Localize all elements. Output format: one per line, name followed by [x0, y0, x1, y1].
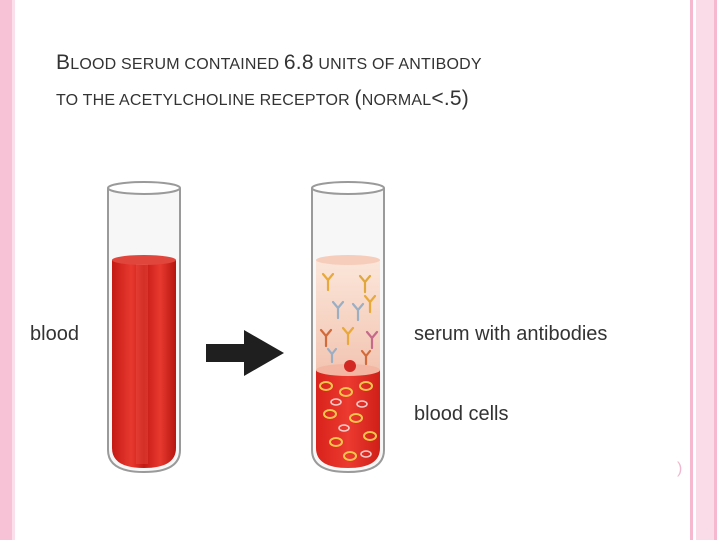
arrow-right-icon [206, 330, 284, 376]
left-border-band [0, 0, 12, 540]
separated-tube [311, 181, 385, 474]
title-text: LOOD SERUM CONTAINED [70, 56, 284, 73]
right-border-line [690, 0, 693, 540]
title-text: NORMAL [361, 92, 432, 109]
title-text: TO THE ACETYLCHOLINE RECEPTOR [56, 92, 355, 109]
right-border-line-outer [714, 0, 717, 540]
title-text: UNITS OF ANTIBODY [313, 56, 482, 73]
blood-tube [107, 181, 181, 474]
page-number-fragment: ) [677, 460, 683, 477]
title-paren: ( [354, 87, 362, 110]
left-border-stripe [12, 0, 15, 540]
figure-illustration [107, 181, 385, 474]
title-text: B [56, 51, 71, 74]
title-value: 6.8 [283, 51, 314, 74]
blood-label: blood [30, 323, 79, 345]
blood-cells-label: blood cells [414, 403, 509, 425]
slide-title: BLOOD SERUM CONTAINED 6.8 UNITS OF ANTIB… [56, 46, 676, 118]
blood-separation-figure: blood serum with antibodies blood cells [20, 160, 680, 480]
title-value: <.5) [431, 87, 469, 110]
title-line-2: TO THE ACETYLCHOLINE RECEPTOR (NORMAL<.5… [56, 82, 676, 118]
serum-label: serum with antibodies [414, 323, 608, 345]
right-border-band [696, 0, 714, 540]
title-line-1: BLOOD SERUM CONTAINED 6.8 UNITS OF ANTIB… [56, 46, 676, 82]
